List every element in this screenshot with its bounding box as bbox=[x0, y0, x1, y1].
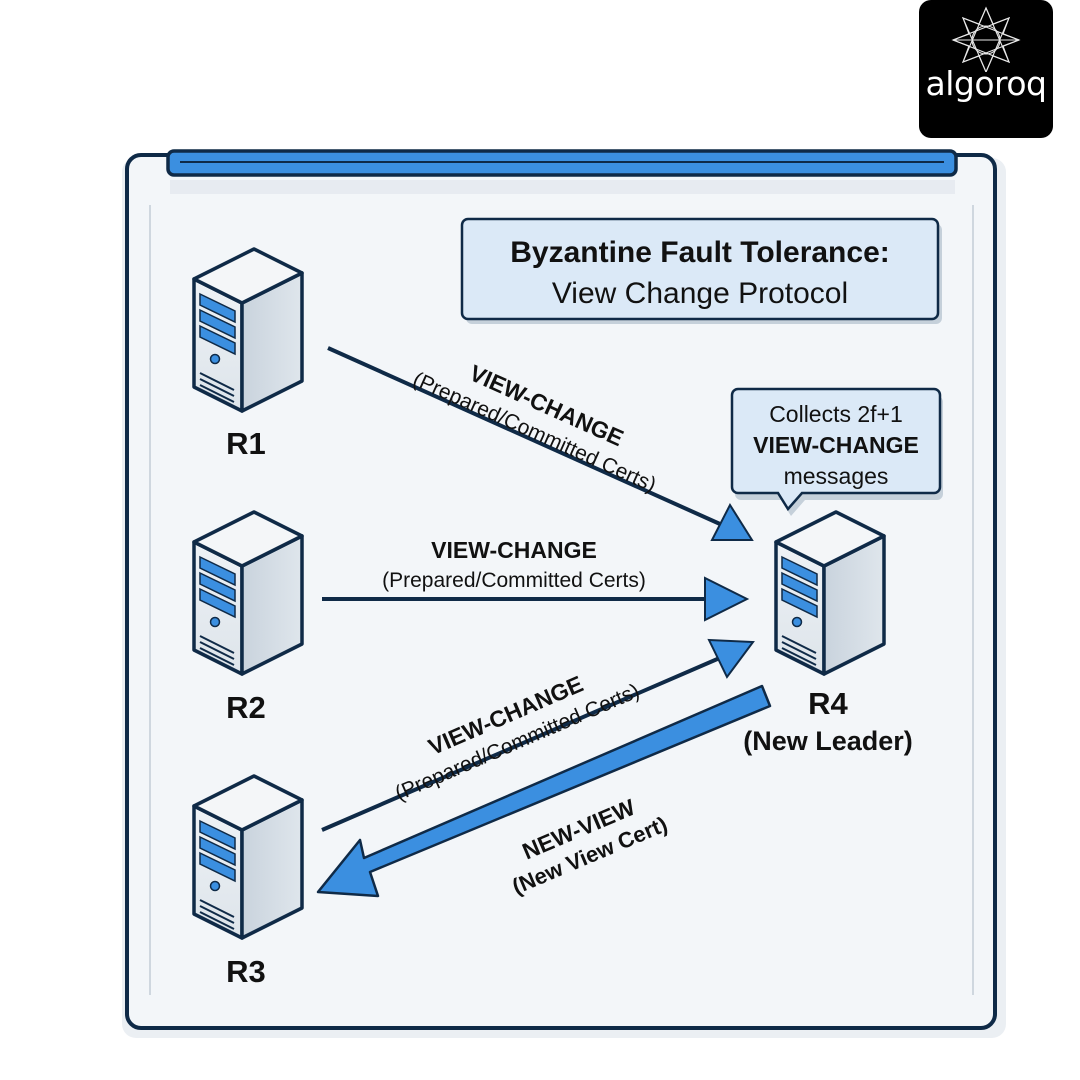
arrowhead-icon bbox=[704, 576, 750, 622]
callout-line3: messages bbox=[784, 463, 889, 489]
server-icon-r1 bbox=[192, 247, 304, 413]
message-arrow-r1-r4 bbox=[327, 346, 754, 541]
server-icon-r3 bbox=[192, 774, 304, 940]
title-line1: Byzantine Fault Tolerance: bbox=[510, 236, 890, 269]
callout-bubble: Collects 2f+1 VIEW-CHANGE messages bbox=[730, 387, 943, 516]
message-name-r2: VIEW-CHANGE bbox=[431, 537, 597, 563]
node-label-r1: R1 bbox=[226, 426, 266, 461]
callout-line1: Collects 2f+1 bbox=[769, 401, 903, 427]
server-icon-r4 bbox=[774, 510, 886, 676]
message-arrow-r2-r4 bbox=[322, 576, 750, 622]
title-line2: View Change Protocol bbox=[552, 277, 848, 310]
title-box: Byzantine Fault Tolerance: View Change P… bbox=[460, 217, 942, 324]
node-sublabel-r4: (New Leader) bbox=[743, 726, 913, 756]
algoroq-logo: algoroq bbox=[919, 0, 1053, 138]
node-label-r4: R4 bbox=[808, 686, 848, 721]
logo-text: algoroq bbox=[925, 64, 1047, 103]
arrowhead-icon bbox=[707, 638, 755, 679]
message-detail-r2: (Prepared/Committed Certs) bbox=[382, 569, 646, 592]
server-icon-r2 bbox=[192, 510, 304, 676]
new-view-arrow-r4-r3 bbox=[316, 684, 772, 898]
node-label-r2: R2 bbox=[226, 690, 266, 725]
callout-line2: VIEW-CHANGE bbox=[753, 432, 919, 458]
arrowhead-icon bbox=[710, 502, 754, 541]
node-label-r3: R3 bbox=[226, 954, 266, 989]
star-polygon-icon bbox=[951, 6, 1021, 72]
message-arrow-r3-r4 bbox=[321, 638, 755, 832]
